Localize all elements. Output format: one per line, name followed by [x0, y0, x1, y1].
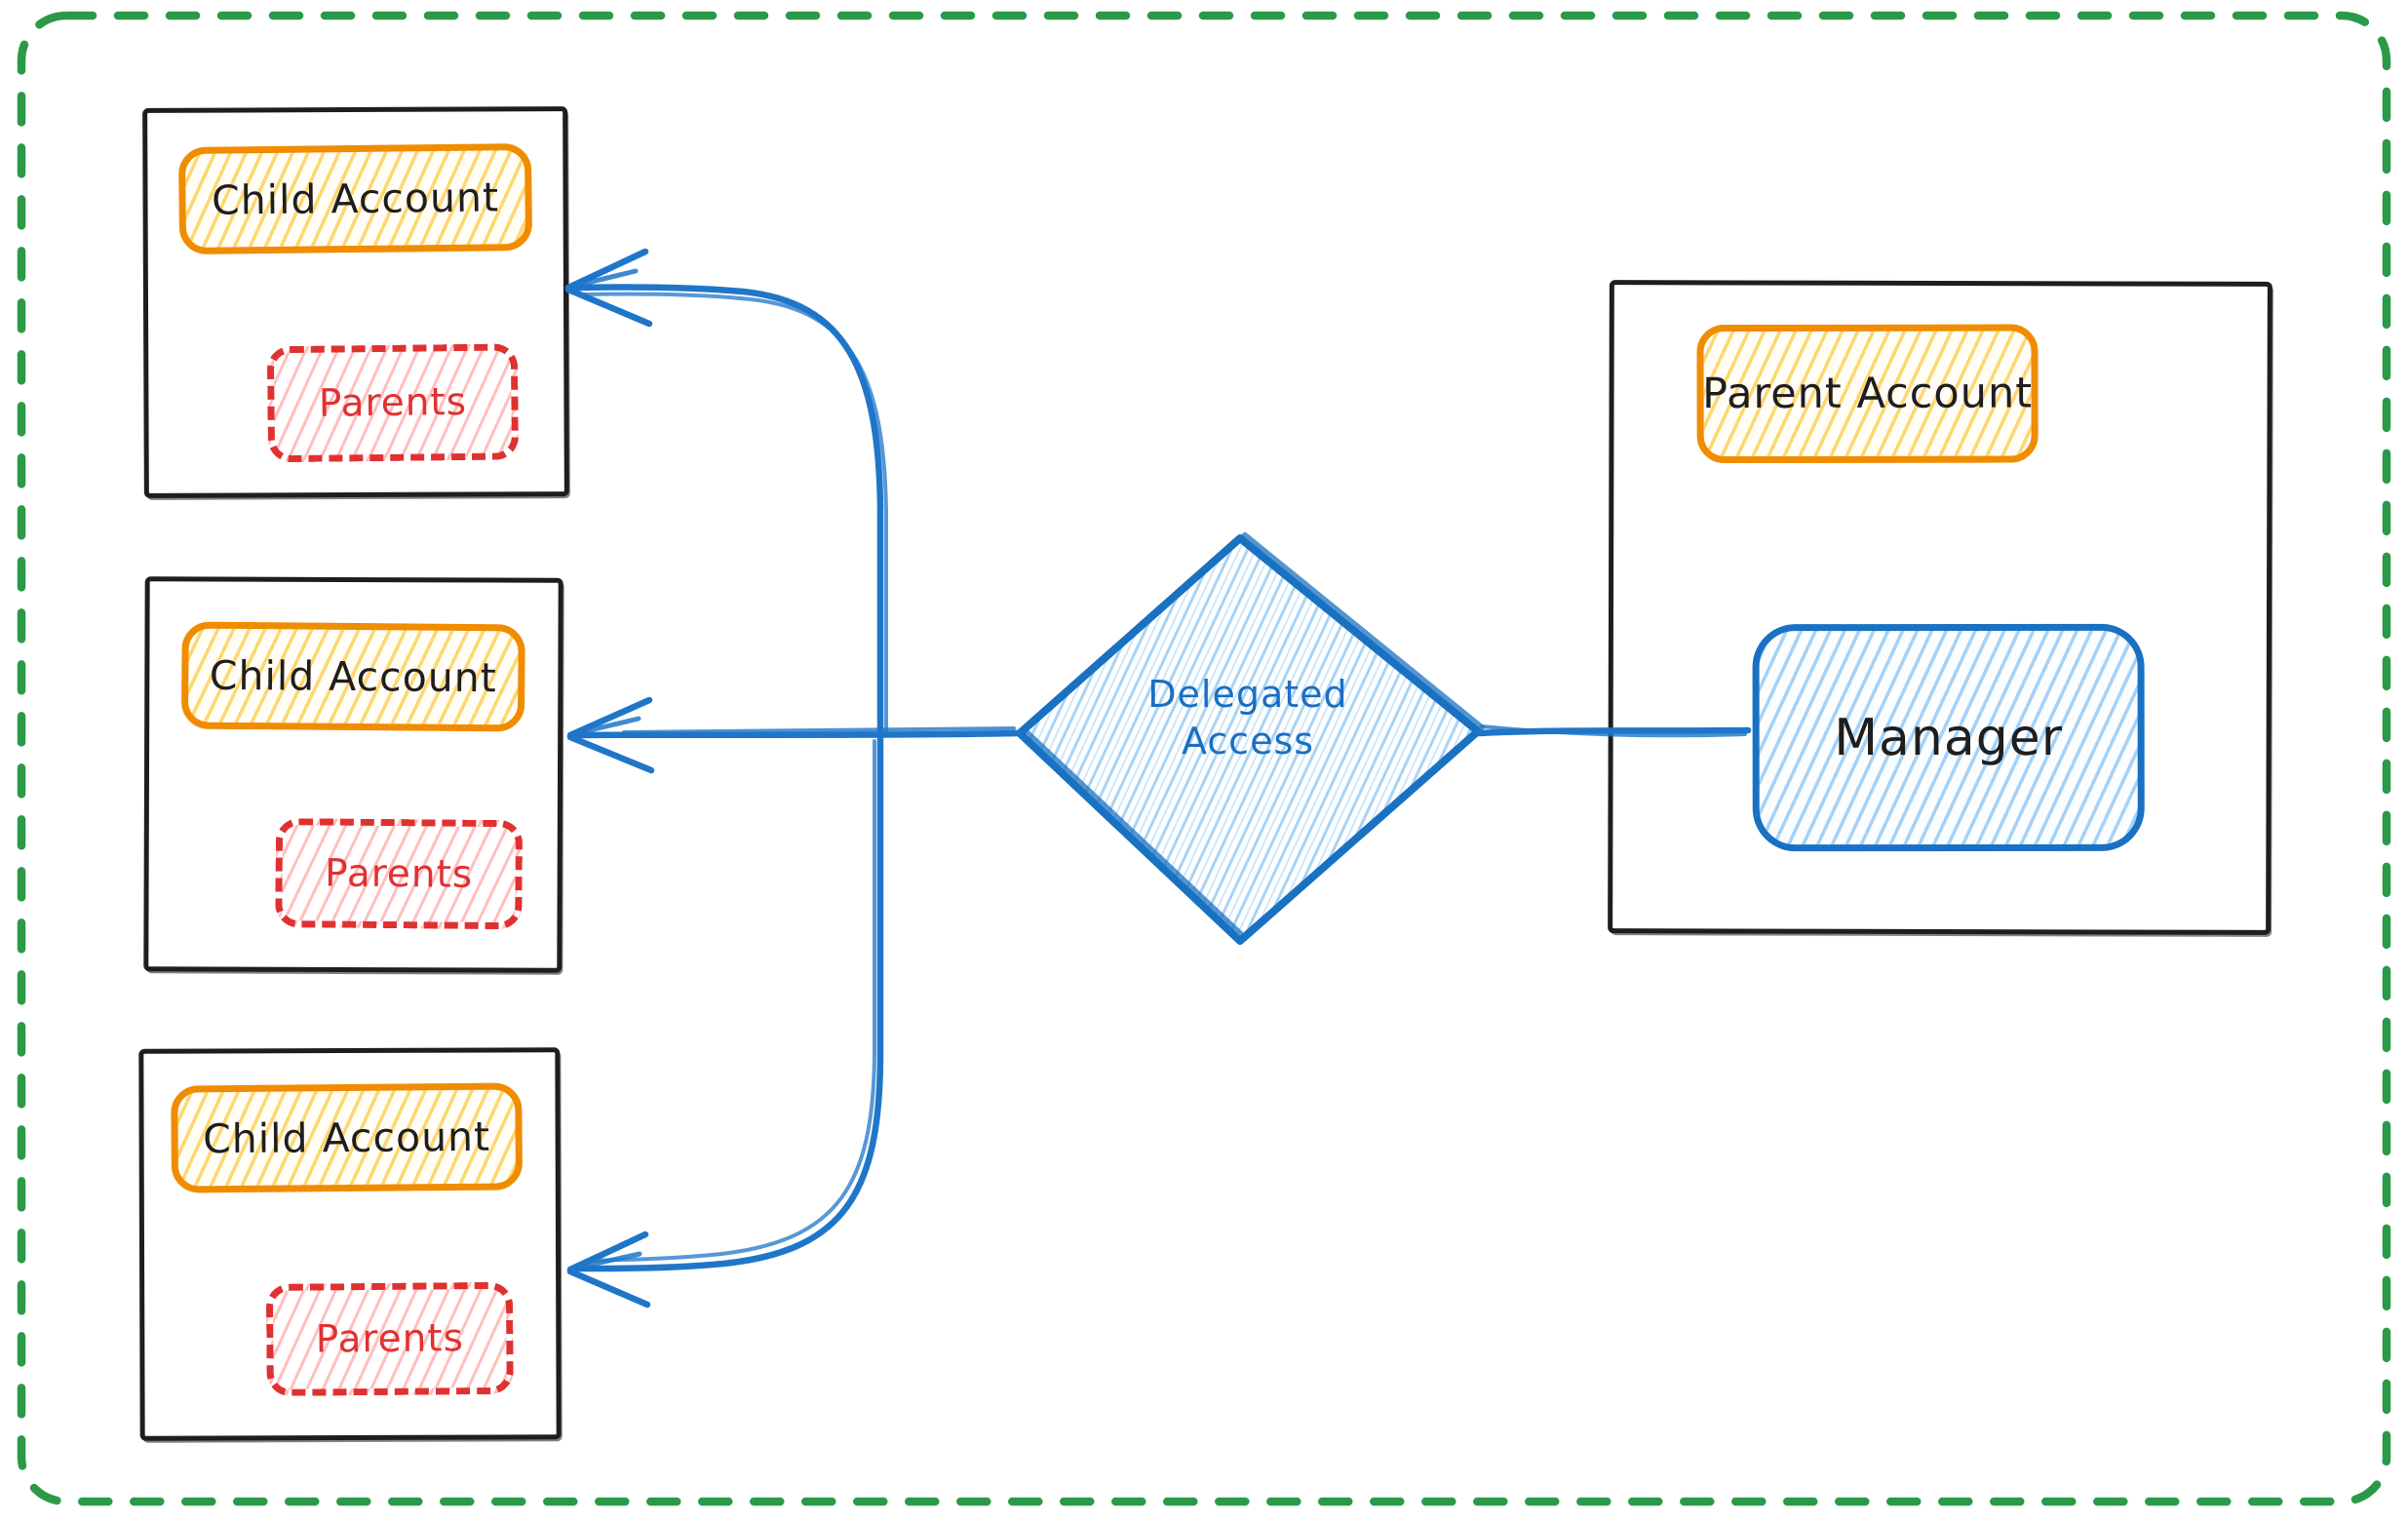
child-account-label-pill: Child Account: [171, 1082, 524, 1193]
parent-account-label: Parent Account: [1702, 369, 2034, 419]
parents-label: Parents: [315, 1316, 465, 1362]
parents-label-pill: Parents: [265, 1281, 514, 1396]
parents-label: Parents: [324, 851, 474, 897]
parents-label-pill: Parents: [275, 818, 524, 930]
child-account-label: Child Account: [209, 651, 498, 702]
delegated-access-line1: Delegated: [1147, 673, 1348, 716]
parent-account-box: Parent Account Manager: [1608, 280, 2272, 935]
arrow-diamond-to-top-child: [564, 248, 888, 738]
parent-account-label-pill: Parent Account: [1696, 324, 2039, 464]
manager-label: Manager: [1834, 708, 2064, 767]
parents-label: Parents: [318, 379, 468, 426]
arrow-diamond-to-middle-child: [566, 696, 1024, 774]
delegated-access-line2: Access: [1181, 720, 1315, 762]
child-account-label: Child Account: [202, 1113, 491, 1163]
child-account-box: Child Account Parents: [143, 576, 563, 973]
arrow-diamond-to-bottom-child: [566, 734, 884, 1309]
child-account-label-pill: Child Account: [180, 621, 525, 732]
manager-box: Manager: [1752, 623, 2145, 852]
child-account-box: Child Account Parents: [138, 1047, 562, 1441]
child-account-label: Child Account: [211, 174, 500, 224]
delegated-access-label: Delegated Access: [1100, 671, 1396, 764]
child-account-label-pill: Child Account: [177, 142, 533, 255]
parents-label-pill: Parents: [266, 343, 520, 463]
child-account-box: Child Account Parents: [142, 106, 569, 498]
